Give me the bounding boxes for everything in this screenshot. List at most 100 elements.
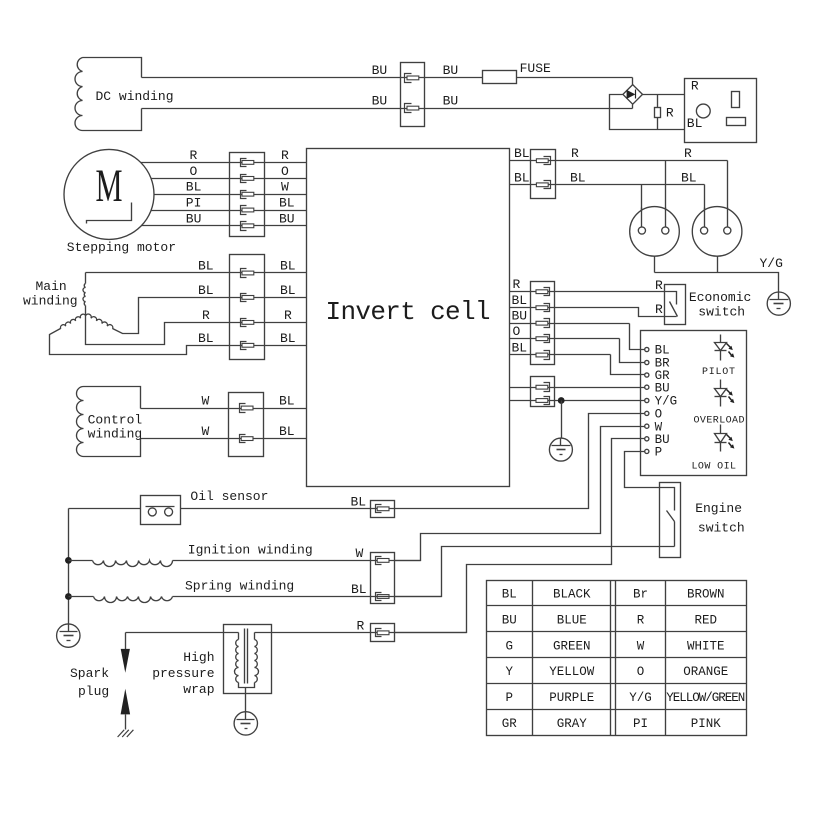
svg-text:BL: BL [198, 259, 214, 274]
svg-text:BU: BU [443, 93, 459, 108]
svg-text:R: R [202, 308, 210, 323]
svg-text:Ignition winding: Ignition winding [188, 543, 313, 558]
svg-text:BL: BL [514, 170, 530, 185]
svg-text:Stepping motor: Stepping motor [67, 240, 176, 255]
svg-text:BL: BL [279, 424, 295, 439]
svg-text:W: W [356, 546, 364, 561]
svg-text:DC winding: DC winding [96, 89, 174, 104]
svg-text:RED: RED [695, 613, 718, 627]
svg-text:Oil sensor: Oil sensor [190, 489, 268, 504]
svg-text:BLUE: BLUE [557, 613, 587, 627]
svg-text:BL: BL [687, 116, 703, 131]
svg-text:BU: BU [372, 63, 388, 78]
svg-text:Y: Y [506, 665, 514, 679]
svg-text:W: W [281, 180, 289, 195]
svg-text:Y/G: Y/G [629, 691, 652, 705]
svg-text:Economic: Economic [689, 290, 751, 305]
svg-text:Invert cell: Invert cell [326, 297, 491, 327]
svg-text:ORANGE: ORANGE [683, 665, 728, 679]
svg-text:BU: BU [655, 381, 670, 395]
svg-text:PI: PI [186, 196, 202, 211]
svg-text:M: M [96, 161, 123, 212]
svg-text:Spark: Spark [70, 666, 109, 681]
svg-text:WHITE: WHITE [687, 639, 725, 653]
svg-text:R: R [513, 277, 521, 292]
svg-text:BU: BU [443, 63, 459, 78]
svg-text:BL: BL [514, 146, 530, 161]
svg-text:BROWN: BROWN [687, 588, 725, 602]
svg-text:R: R [190, 148, 198, 163]
svg-text:BL: BL [279, 196, 295, 211]
svg-text:R: R [571, 146, 579, 161]
svg-text:Main: Main [36, 279, 67, 294]
svg-text:wrap: wrap [183, 682, 214, 697]
svg-text:GRAY: GRAY [557, 717, 588, 731]
svg-text:BL: BL [512, 293, 528, 308]
svg-text:R: R [357, 618, 365, 633]
svg-text:Control: Control [88, 413, 143, 428]
svg-text:W: W [637, 639, 645, 653]
svg-text:BU: BU [372, 93, 388, 108]
svg-text:BL: BL [512, 341, 528, 356]
svg-text:PILOT: PILOT [702, 367, 735, 378]
svg-text:R: R [691, 78, 699, 93]
svg-text:GR: GR [655, 369, 671, 383]
svg-text:BL: BL [570, 170, 586, 185]
svg-text:W: W [655, 420, 663, 434]
svg-text:BL: BL [502, 588, 517, 602]
svg-text:BL: BL [655, 344, 670, 358]
svg-text:GR: GR [502, 717, 518, 731]
svg-text:P: P [506, 691, 514, 705]
svg-text:High: High [183, 650, 214, 665]
svg-text:O: O [190, 164, 198, 179]
svg-text:switch: switch [698, 305, 745, 320]
svg-text:winding: winding [23, 294, 78, 309]
svg-text:G: G [506, 639, 514, 653]
svg-text:R: R [684, 146, 692, 161]
svg-text:BL: BL [280, 259, 296, 274]
svg-text:O: O [637, 665, 645, 679]
svg-text:BL: BL [351, 494, 367, 509]
svg-text:FUSE: FUSE [520, 61, 551, 76]
svg-text:R: R [666, 106, 674, 121]
svg-text:winding: winding [88, 427, 143, 442]
svg-text:plug: plug [78, 684, 109, 699]
svg-text:R: R [655, 302, 663, 317]
svg-text:R: R [637, 613, 645, 627]
svg-text:BU: BU [655, 433, 670, 447]
svg-text:O: O [655, 408, 663, 422]
svg-text:W: W [202, 394, 210, 409]
svg-text:Engine: Engine [695, 501, 742, 516]
svg-text:PURPLE: PURPLE [549, 691, 594, 705]
svg-text:GREEN: GREEN [553, 639, 591, 653]
svg-text:Y/G: Y/G [655, 395, 678, 409]
svg-text:BU: BU [279, 211, 295, 226]
svg-text:PINK: PINK [691, 717, 722, 731]
svg-text:O: O [513, 324, 521, 339]
svg-text:switch: switch [698, 521, 745, 536]
svg-text:Spring winding: Spring winding [185, 579, 294, 594]
svg-text:BL: BL [198, 331, 214, 346]
svg-text:O: O [281, 164, 289, 179]
svg-text:Br: Br [633, 588, 648, 602]
svg-text:BL: BL [198, 283, 214, 298]
svg-text:BL: BL [351, 582, 367, 597]
svg-text:W: W [202, 424, 210, 439]
svg-text:BR: BR [655, 357, 671, 371]
svg-text:YELLOW/GREEN: YELLOW/GREEN [666, 691, 745, 705]
svg-text:BU: BU [512, 309, 528, 324]
svg-text:BL: BL [280, 283, 296, 298]
svg-text:R: R [655, 278, 663, 293]
svg-text:BL: BL [279, 394, 295, 409]
svg-text:PI: PI [633, 717, 648, 731]
svg-text:YELLOW: YELLOW [549, 665, 595, 679]
svg-text:R: R [284, 308, 292, 323]
svg-text:R: R [281, 148, 289, 163]
svg-text:OVERLOAD: OVERLOAD [694, 416, 745, 427]
svg-text:BLACK: BLACK [553, 588, 591, 602]
svg-text:LOW OIL: LOW OIL [692, 462, 737, 473]
svg-text:BL: BL [280, 331, 296, 346]
svg-text:BL: BL [681, 170, 697, 185]
svg-text:P: P [655, 446, 663, 460]
svg-text:BU: BU [186, 211, 202, 226]
